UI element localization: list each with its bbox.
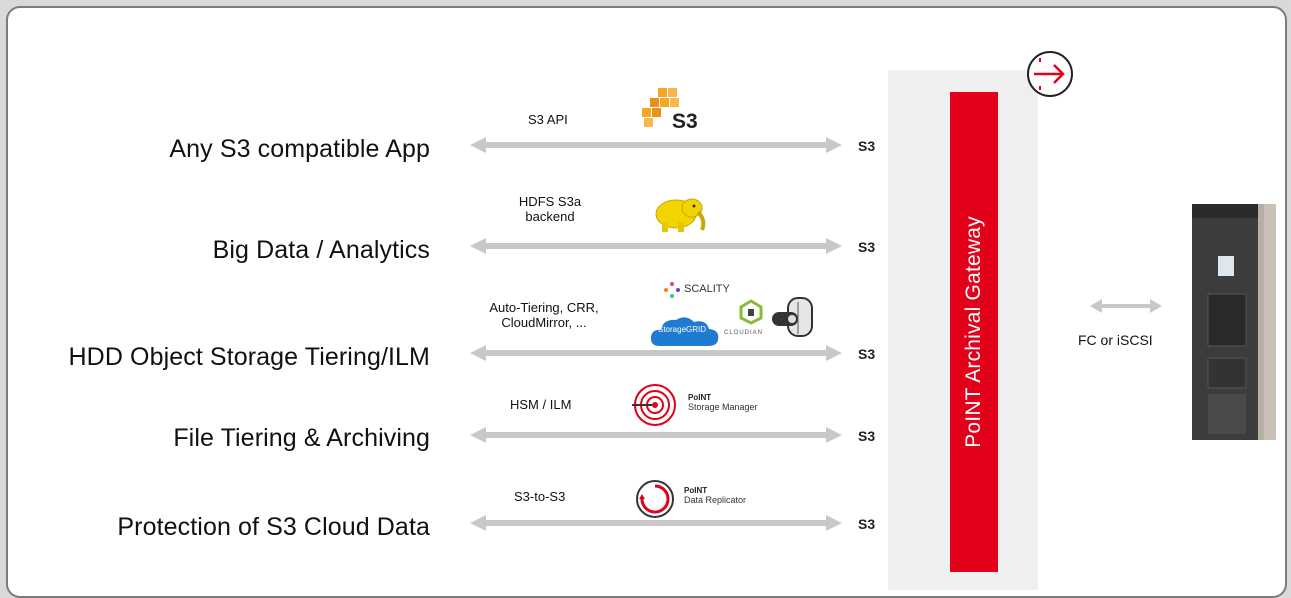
- hadoop-elephant-icon: [655, 198, 706, 232]
- app-label-hdd-tiering: HDD Object Storage Tiering/ILM: [68, 343, 430, 371]
- storage-manager-logo-title: PoINT: [688, 393, 712, 402]
- storage-cabinet-icon: [1192, 204, 1276, 440]
- app-label-s3-app: Any S3 compatible App: [169, 135, 430, 163]
- double-arrow: [470, 427, 842, 443]
- storagegrid-cloud-icon: [650, 317, 719, 346]
- storage-device-icon: [772, 297, 813, 337]
- data-replicator-logo-subtitle: Data Replicator: [684, 495, 747, 505]
- scality-logo-icon: [664, 282, 680, 298]
- app-label-file-tiering: File Tiering & Archiving: [173, 424, 430, 452]
- gateway-bar: [950, 92, 998, 572]
- gateway-label: PoINT Archival Gateway: [962, 216, 985, 448]
- protocol-label-s3-to-s3: S3-to-S3: [514, 489, 566, 504]
- s3-endpoint-label: S3: [858, 346, 876, 362]
- diagram-frame: Any S3 compatible App Big Data / Analyti…: [6, 6, 1287, 598]
- protocol-label-hdfs: HDFS S3a backend: [518, 194, 582, 224]
- double-arrow: [470, 515, 842, 531]
- protocol-label-auto-tiering: Auto-Tiering, CRR, CloudMirror, ...: [489, 300, 599, 330]
- connection-label: FC or iSCSI: [1078, 332, 1153, 348]
- data-replicator-logo-title: PoINT: [684, 486, 708, 495]
- storage-manager-logo-icon: [632, 384, 676, 426]
- data-replicator-logo-icon: [636, 480, 674, 518]
- double-arrow: [470, 137, 842, 153]
- s3-endpoint-label: S3: [858, 138, 876, 154]
- protocol-label-s3-api: S3 API: [528, 112, 568, 127]
- s3-endpoint-label: S3: [858, 239, 876, 255]
- storage-manager-logo-subtitle: Storage Manager: [688, 402, 758, 412]
- protocol-label-hsm: HSM / ILM: [510, 397, 572, 412]
- cloudian-logo-text: CLOUDIAN: [724, 330, 764, 336]
- fc-connection-arrow: [1090, 299, 1162, 313]
- cloudian-logo-icon: [739, 299, 763, 325]
- storagegrid-logo-text: StorageGRID: [658, 325, 707, 334]
- aws-s3-logo-text: S3: [672, 110, 698, 133]
- scality-logo-text: SCALITY: [684, 283, 730, 295]
- s3-endpoint-label: S3: [858, 428, 876, 444]
- aws-s3-logo-icon: [642, 88, 679, 127]
- app-label-big-data: Big Data / Analytics: [212, 236, 430, 264]
- exit-arrow-icon[interactable]: [1024, 48, 1076, 100]
- double-arrow: [470, 238, 842, 254]
- double-arrow: [470, 345, 842, 361]
- s3-endpoint-label: S3: [858, 516, 876, 532]
- app-label-s3-protection: Protection of S3 Cloud Data: [117, 513, 430, 541]
